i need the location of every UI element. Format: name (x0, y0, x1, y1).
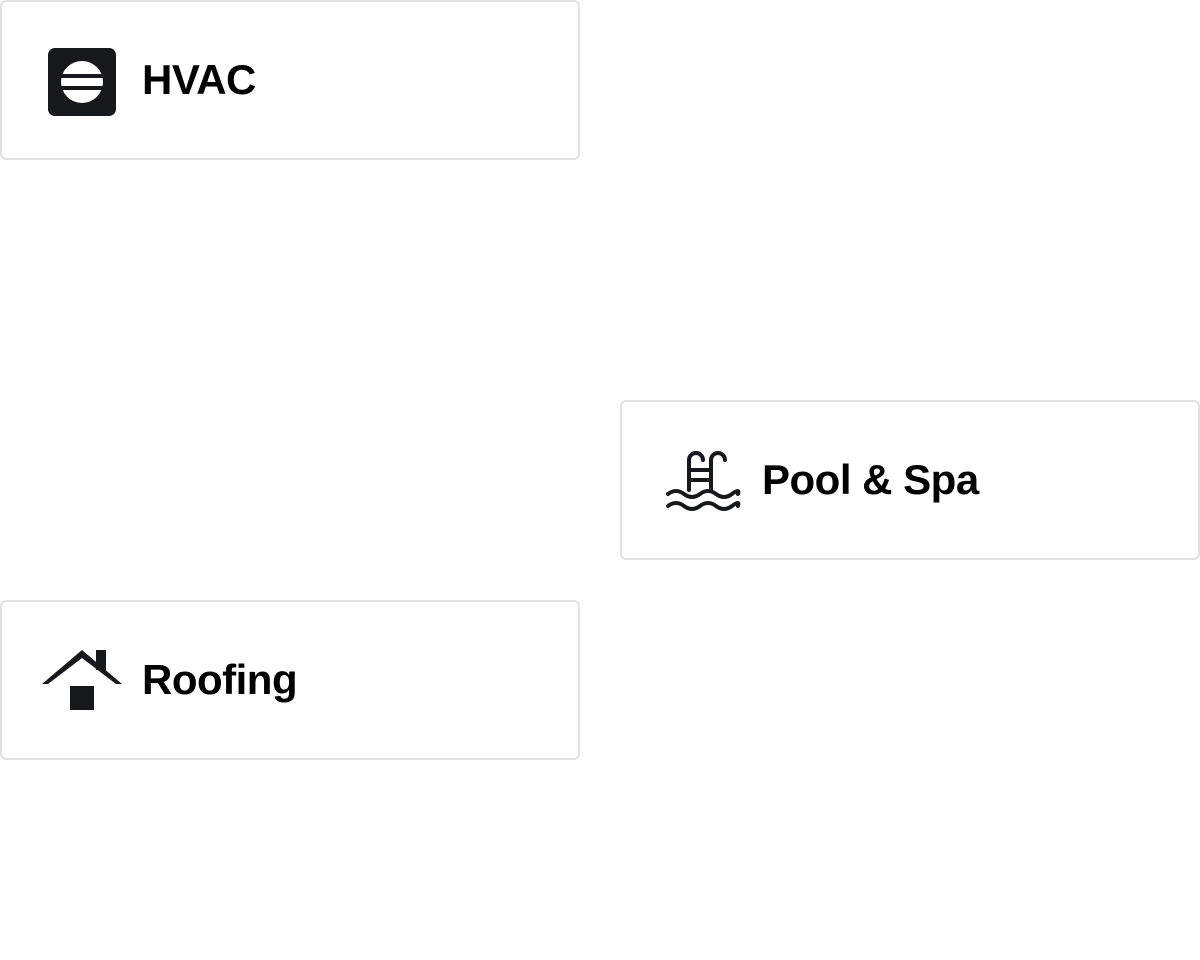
service-card-pool-spa[interactable]: Pool & Spa (620, 400, 1200, 560)
service-card-hvac[interactable]: HVAC (0, 0, 580, 160)
house-roof-icon (40, 646, 124, 718)
hvac-vent-icon (40, 46, 124, 118)
service-label-hvac: HVAC (142, 56, 256, 103)
service-label-pool-spa: Pool & Spa (762, 456, 979, 503)
service-label-roofing: Roofing (142, 656, 298, 703)
pool-ladder-icon (660, 446, 744, 518)
service-card-roofing[interactable]: Roofing (0, 600, 580, 760)
